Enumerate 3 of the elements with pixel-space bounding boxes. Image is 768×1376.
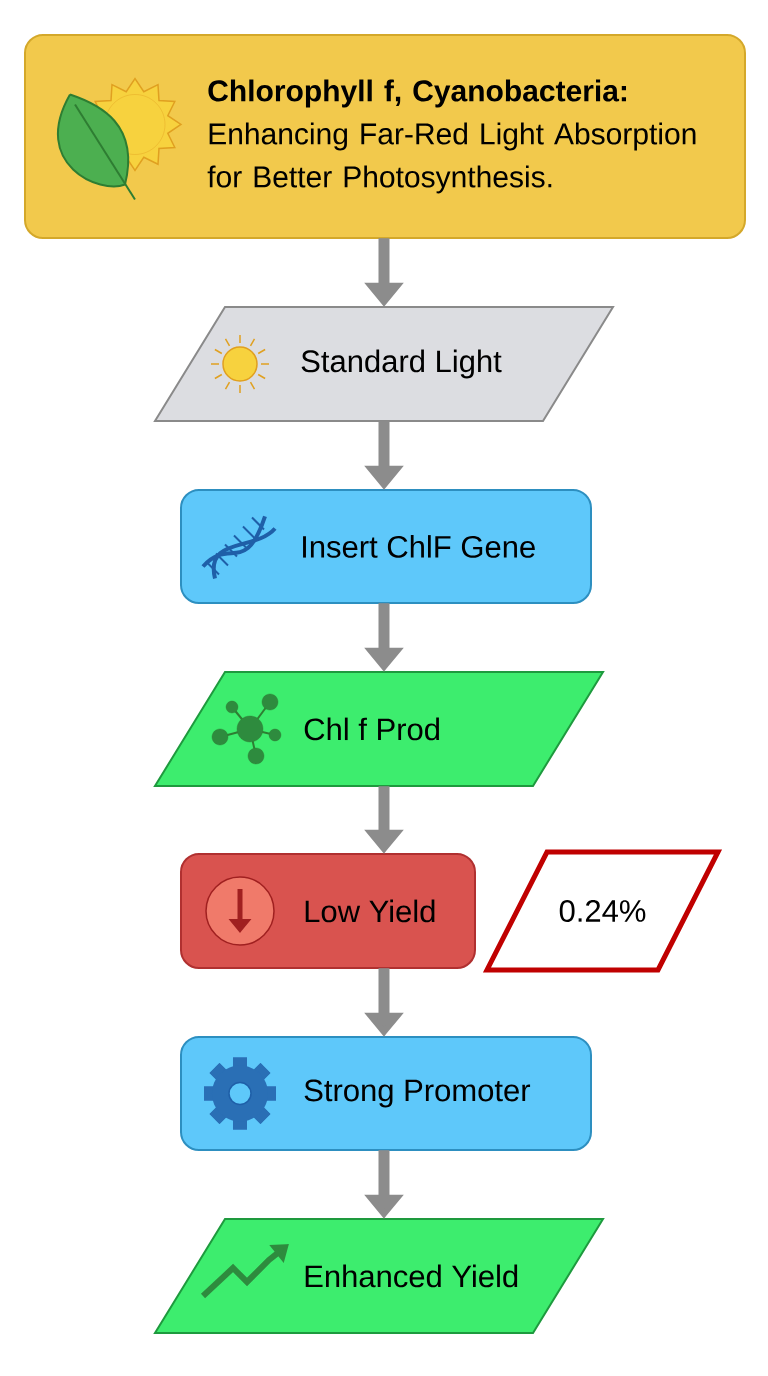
process-box: Strong Promoter (180, 1036, 592, 1151)
process-box: Insert ChlF Gene (180, 489, 592, 604)
title-box: Chlorophyll f, Cyanobacteria: Enhancing Far-Red Light Absorption for Better Photosynthesis. (24, 34, 746, 239)
